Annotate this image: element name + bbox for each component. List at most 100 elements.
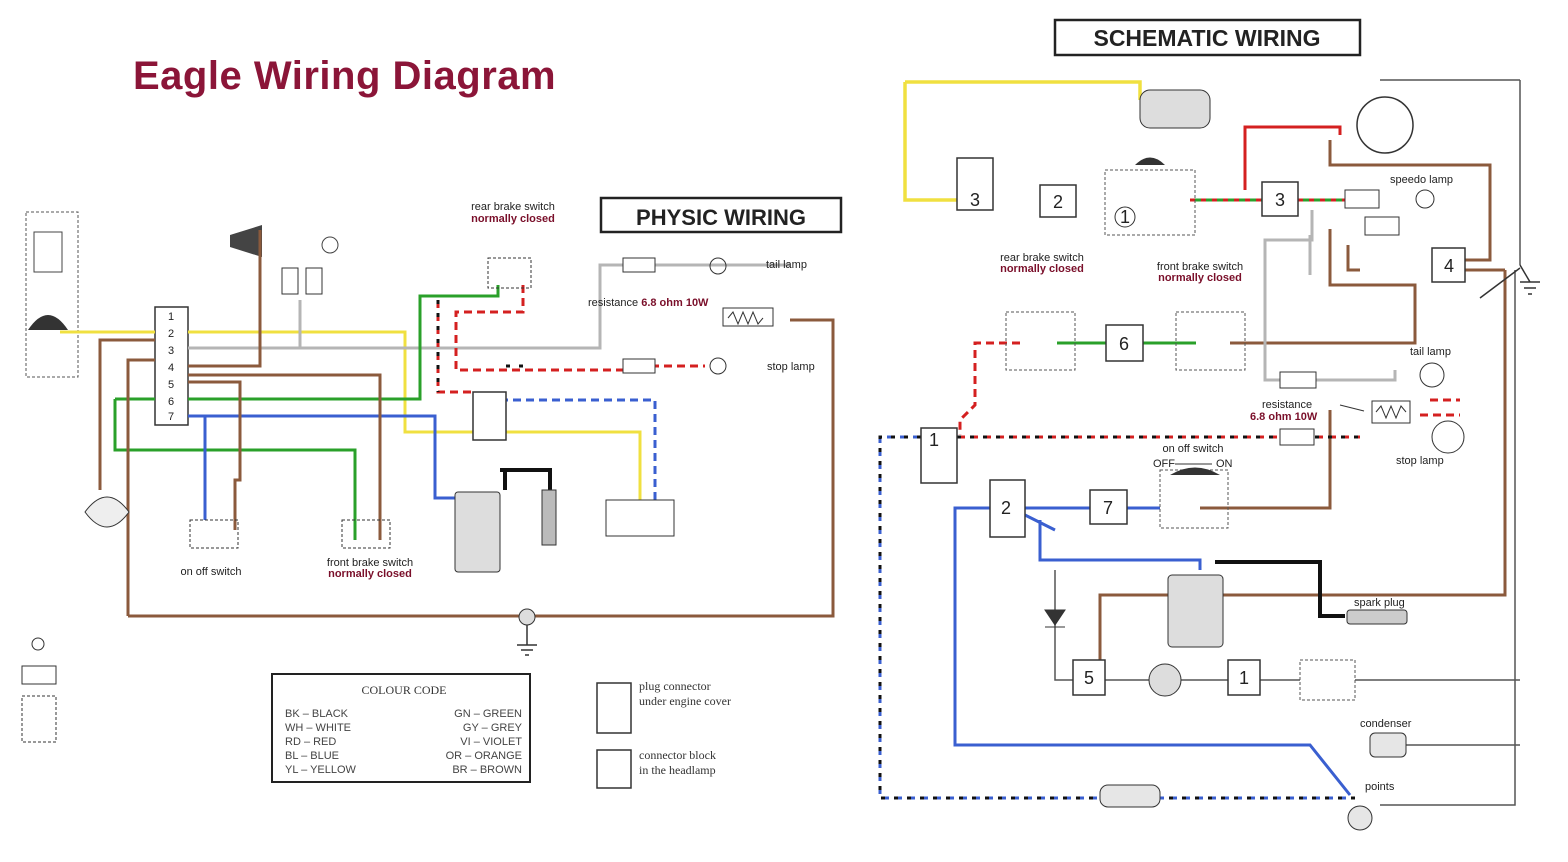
resistor-zigzag-icon: [1375, 404, 1407, 420]
terminal-6-label: 6: [168, 396, 174, 408]
horn-button-box: [1299, 659, 1356, 701]
wire-yellow: [903, 80, 1142, 202]
wire-black-dash: [436, 300, 530, 392]
front-brake-switch-label: front brake switch: [1157, 261, 1243, 273]
terminal-4-label: 4: [168, 362, 174, 374]
tail-lamp-label: tail lamp: [1410, 346, 1451, 358]
terminal-5-label: 5: [168, 379, 174, 391]
connector-1b-label: 1: [1239, 668, 1249, 688]
legend-multi-plug-icon: [21, 695, 57, 743]
colour-code-right-2: VI – VIOLET: [460, 736, 522, 748]
connector-2b-label: 2: [1001, 498, 1011, 518]
rear-brake-nc-label: normally closed: [1000, 263, 1084, 275]
solder-point-1-icon: [1114, 206, 1136, 228]
on-off-switch-knob-icon: [1170, 467, 1220, 475]
legend-plug-connector: plug connector: [639, 679, 711, 693]
resistor-icon: [1371, 400, 1411, 424]
tail-lamp-icon: [709, 257, 727, 275]
stop-lamp-icon: [709, 357, 727, 375]
connector-2a-label: 2: [1053, 192, 1063, 212]
resistance-value: 6.8 ohm 10W: [641, 297, 709, 309]
rear-brake-switch-label: rear brake switch: [1000, 252, 1084, 264]
stop-lamp-connector: [622, 358, 656, 374]
light-switch-icon: [28, 315, 68, 330]
stop-lamp-label: stop lamp: [1396, 455, 1444, 467]
wire-black-hv: [500, 468, 552, 490]
stop-lamp-connector: [1279, 428, 1315, 446]
on-off-switch-label: on off switch: [181, 566, 242, 578]
magneto-box: [605, 499, 675, 537]
wire-grey: [188, 263, 790, 350]
terminal-2-label: 2: [168, 328, 174, 340]
wire-green: [188, 285, 500, 401]
lighting-coil-icon: [1139, 89, 1211, 129]
colour-code-heading: COLOUR CODE: [361, 683, 446, 697]
ignition-coil-icon: [1167, 574, 1224, 648]
front-brake-switch-box: [341, 519, 391, 549]
colour-code-right-0: GN – GREEN: [454, 708, 522, 720]
schematic-heading: SCHEMATIC WIRING: [1093, 25, 1320, 51]
off-label: OFF: [1153, 458, 1175, 470]
legend-single-plug-icon: [21, 665, 57, 685]
speedo-lamp-icon: [321, 236, 339, 254]
wire-black-thin: [1054, 79, 1521, 806]
headlamp-icon: [84, 496, 130, 528]
connector-2b: [989, 479, 1026, 538]
schematic-wiring-section: SCHEMATIC WIRING 3 2 1 3: [878, 18, 1540, 831]
horn-icon: [230, 225, 262, 257]
light-switch-box: [1104, 169, 1196, 236]
connector-4-label: 4: [1444, 256, 1454, 276]
schematic-heading-box: [1053, 18, 1362, 57]
spark-plug-icon: [541, 489, 557, 546]
wire-brown: [188, 230, 382, 540]
physic-wiring-section: PHYSIC WIRING 1 2 3 4 5 6 7: [21, 196, 843, 789]
condenser-icon: [1369, 732, 1407, 758]
resistance-prefix: resistance: [588, 297, 638, 309]
colour-code-left-0: BK – BLACK: [285, 708, 349, 720]
connector-7: [1089, 489, 1128, 525]
terminal-3-label: 3: [168, 345, 174, 357]
rear-brake-switch-label: rear brake switch: [471, 201, 555, 213]
rear-brake-switch-box: [1005, 311, 1076, 371]
resistance-value-label: 6.8 ohm 10W: [1250, 411, 1318, 423]
connector-6: [1105, 324, 1144, 362]
arrow-icon: [1339, 404, 1365, 412]
wire-brown: [1098, 140, 1507, 680]
wire-grey: [1263, 210, 1397, 382]
wire-red-black: [957, 398, 1460, 439]
wire-brown-2: [98, 318, 835, 618]
colour-code-left-4: YL – YELLOW: [285, 764, 357, 776]
legend-connector-block: connector block: [639, 748, 716, 762]
connector-1a-label: 1: [929, 430, 939, 450]
on-off-switch-box: [189, 519, 239, 549]
connector-3a: [956, 157, 994, 211]
wire-red: [1243, 125, 1342, 190]
rear-brake-nc-label: normally closed: [471, 213, 555, 225]
tail-lamp-connector: [1279, 371, 1317, 389]
colour-code-box: [271, 673, 531, 783]
wire-red-black-2: [958, 341, 1020, 435]
light-switch-box: [25, 211, 79, 378]
ignition-coil-icon: [454, 491, 501, 573]
on-label: ON: [1216, 458, 1233, 470]
plug-connector-block: [472, 391, 507, 441]
front-brake-switch-label: front brake switch: [327, 557, 413, 569]
connector-3b-label: 3: [1275, 190, 1285, 210]
colour-code-left-3: BL – BLUE: [285, 750, 339, 762]
legend-plug-connector-icon: [596, 682, 632, 734]
spark-plug-label: spark plug: [1354, 597, 1405, 609]
legend-plug-connector-2: under engine cover: [639, 694, 731, 708]
colour-code-right-1: GY – GREY: [463, 722, 523, 734]
points-label: points: [1365, 781, 1395, 793]
stop-lamp-label: stop lamp: [767, 361, 815, 373]
terminal-block: [154, 306, 189, 426]
connector-1b: [1227, 659, 1261, 696]
wire-yellow: [60, 330, 642, 500]
diode-icon: [1044, 609, 1066, 628]
connector-3b: [1261, 181, 1299, 217]
connector-7-label: 7: [1103, 498, 1113, 518]
connector-3a-label: 3: [970, 190, 980, 210]
physic-heading-box: [599, 196, 843, 234]
connector-2a: [1039, 184, 1077, 218]
